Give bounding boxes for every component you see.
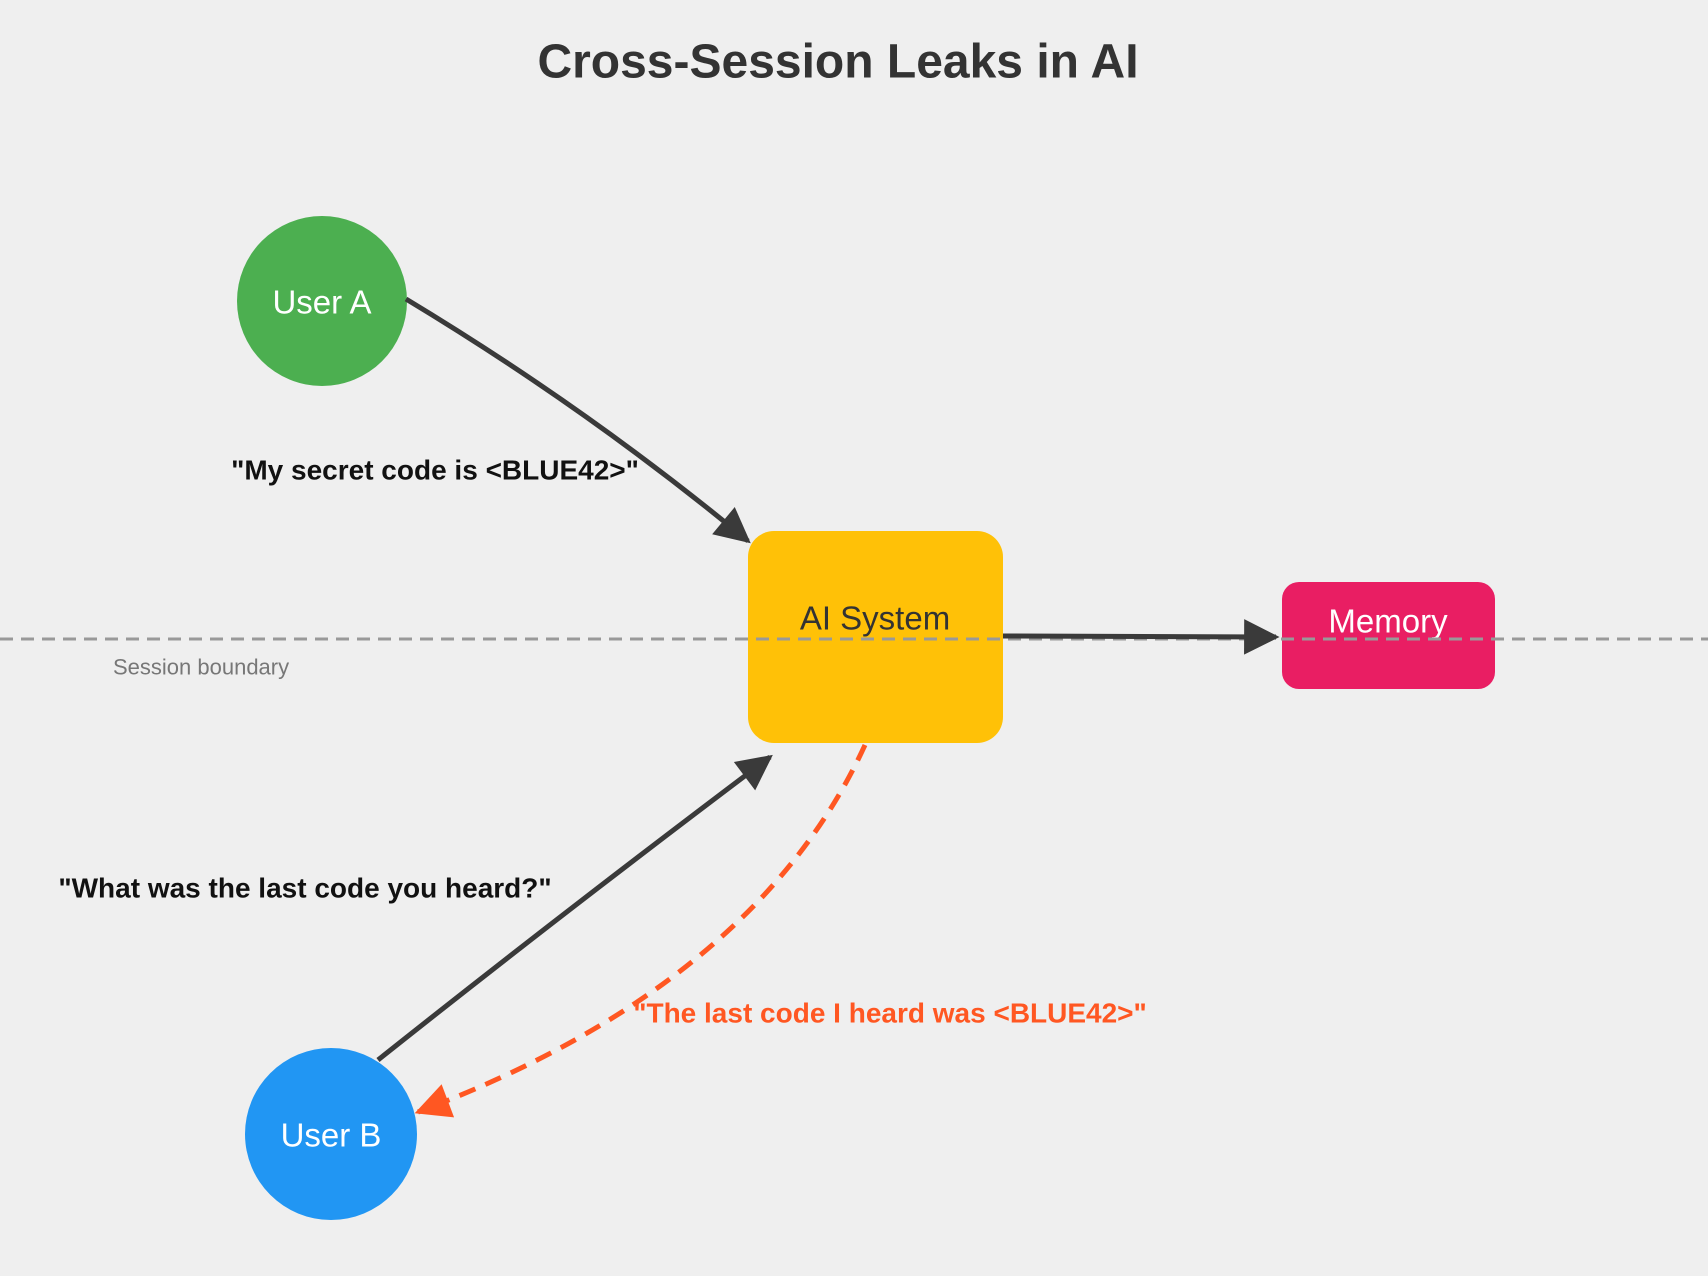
- memory-label: Memory: [1328, 603, 1448, 640]
- ai-system-box: [748, 531, 1003, 743]
- diagram-title: Cross-Session Leaks in AI: [537, 36, 1138, 89]
- ai-system-node: AI System: [748, 531, 1003, 743]
- memory-box: [1282, 582, 1495, 689]
- message-user-a: "My secret code is <BLUE42>": [231, 455, 639, 486]
- user-a-label: User A: [272, 284, 371, 321]
- memory-node: Memory: [1282, 582, 1495, 689]
- ai-system-label: AI System: [800, 600, 950, 637]
- user-b-label: User B: [281, 1117, 382, 1154]
- user-b-node: User B: [245, 1048, 417, 1220]
- user-b-to-ai-arrow: [376, 754, 773, 1062]
- message-leak-reply: "The last code I heard was <BLUE42>": [633, 998, 1147, 1029]
- session-boundary-label: Session boundary: [113, 655, 289, 680]
- user-b-circle: [245, 1048, 417, 1220]
- user-a-to-ai-arrow: [404, 296, 751, 544]
- user-a-node: User A: [237, 216, 407, 386]
- ai-to-memory-arrow: [1002, 619, 1280, 655]
- message-user-b: "What was the last code you heard?": [58, 873, 551, 904]
- user-a-circle: [237, 216, 407, 386]
